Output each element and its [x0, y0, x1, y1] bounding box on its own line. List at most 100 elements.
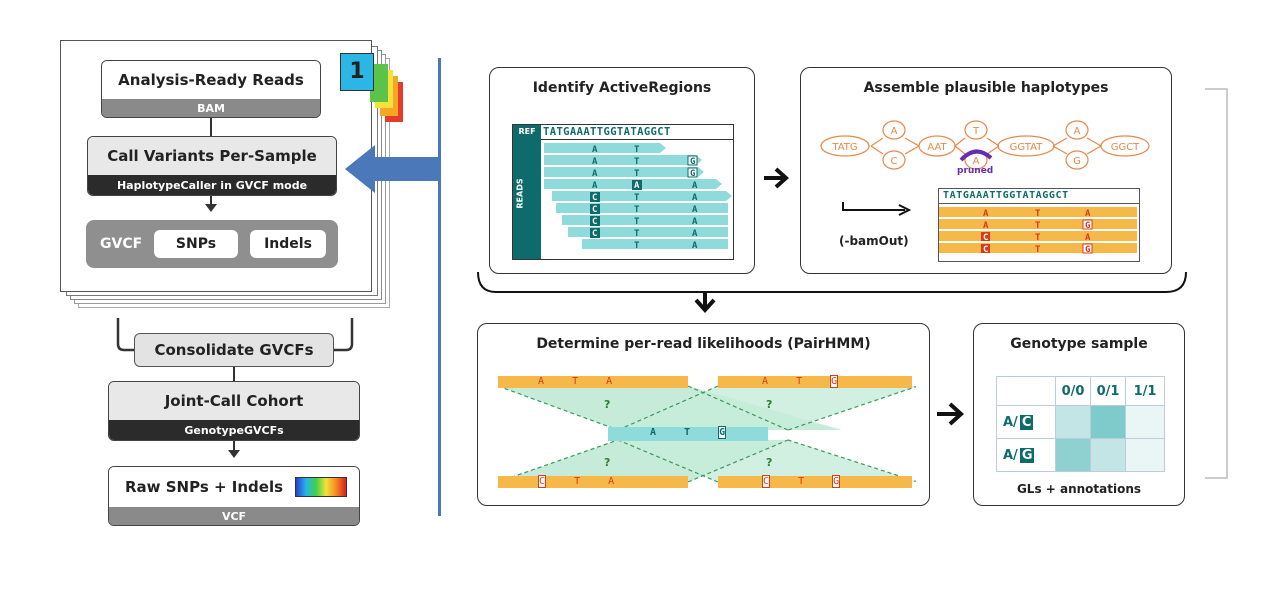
svg-text:A: A — [1085, 209, 1091, 219]
likelihood-q: ? — [604, 456, 611, 469]
ref-underline — [541, 139, 733, 140]
gl-cell — [1055, 405, 1091, 439]
svg-text:T: T — [634, 205, 640, 215]
consolidate-gvcfs-label: Consolidate GVCFs — [154, 341, 314, 359]
svg-text:GGTAT: GGTAT — [1010, 142, 1044, 153]
haplotypecaller-label: HaplotypeCaller in GVCF mode — [88, 175, 336, 195]
raw-snps-box: Raw SNPs + Indels VCF — [108, 466, 360, 526]
reads-tag: READS — [515, 178, 525, 209]
likelihood-q: ? — [604, 398, 611, 411]
svg-text:C: C — [592, 205, 597, 215]
svg-text:A: A — [592, 169, 598, 179]
svg-text:G: G — [690, 169, 695, 179]
svg-text:G: G — [1085, 221, 1090, 231]
read-mid: A T G — [650, 426, 727, 439]
gl-cell — [1090, 438, 1126, 472]
gvcf-label: GVCF — [100, 236, 143, 252]
svg-text:T: T — [634, 169, 640, 179]
call-variants-title: Call Variants Per-Sample — [88, 137, 336, 175]
svg-text:T: T — [1035, 245, 1041, 255]
merge-bracket — [116, 318, 354, 352]
svg-text:A: A — [1074, 126, 1081, 137]
node-0: TATG — [831, 142, 857, 153]
haplotype-ref-seq: TATGAAATTGGTATAGGCT — [939, 189, 1139, 204]
svg-text:A: A — [592, 157, 598, 167]
analysis-ready-reads-box: Analysis-Ready Reads BAM — [101, 60, 321, 118]
joint-call-box: Joint-Call Cohort GenotypeGVCFs — [108, 381, 360, 441]
arrow-down-icon — [228, 450, 240, 458]
analysis-ready-reads-title: Analysis-Ready Reads — [102, 61, 320, 99]
svg-text:A: A — [692, 241, 698, 251]
genotype-footer: GLs + annotations — [1016, 482, 1142, 496]
svg-text:A: A — [692, 217, 698, 227]
hap-top-right: A T G — [762, 375, 839, 388]
bamout-label: (-bamOut) — [839, 234, 909, 248]
col-header: 0/1 — [1090, 376, 1126, 406]
pairhmm-title: Determine per-read likelihoods (PairHMM) — [536, 336, 871, 352]
hap-bot-left: C T A — [538, 475, 615, 488]
svg-text:T: T — [634, 217, 640, 227]
svg-text:C: C — [592, 229, 597, 239]
connector — [233, 367, 235, 381]
arrow-right-icon — [764, 167, 789, 189]
vcf-label: VCF — [109, 507, 359, 525]
svg-text:T: T — [634, 145, 640, 155]
svg-text:G: G — [690, 157, 695, 167]
arrow-right-icon — [937, 402, 964, 426]
svg-text:A: A — [891, 126, 898, 137]
row-header: A/C — [996, 405, 1056, 439]
svg-text:A: A — [592, 181, 598, 191]
indels-chip: Indels — [250, 230, 326, 258]
svg-text:A: A — [692, 229, 698, 239]
likelihood-q: ? — [766, 456, 773, 469]
connector — [210, 118, 212, 136]
svg-text:A: A — [983, 209, 989, 219]
svg-text:GGCT: GGCT — [1111, 142, 1140, 153]
arrow-down-icon — [205, 204, 217, 212]
svg-text:C: C — [592, 193, 597, 203]
svg-text:A: A — [692, 193, 698, 203]
row-header: A/G — [996, 438, 1056, 472]
svg-text:T: T — [634, 229, 640, 239]
genotype-table: 0/0 0/1 1/1 A/C A/G — [996, 376, 1165, 472]
bam-label: BAM — [102, 99, 320, 117]
genotypegvcfs-label: GenotypeGVCFs — [109, 420, 359, 440]
gl-cell — [1090, 405, 1126, 439]
svg-text:T: T — [634, 157, 640, 167]
svg-text:A: A — [592, 145, 598, 155]
svg-text:G: G — [1073, 156, 1081, 167]
hap-top-left: A T A — [538, 376, 613, 387]
pruned-label: pruned — [957, 166, 994, 176]
svg-text:G: G — [1085, 245, 1090, 255]
svg-text:A: A — [973, 156, 980, 167]
svg-text:A: A — [692, 205, 698, 215]
blue-arrow-icon — [345, 145, 441, 193]
genotype-title: Genotype sample — [1010, 336, 1148, 352]
reads-sidebar: READS — [513, 139, 541, 259]
call-variants-box: Call Variants Per-Sample HaplotypeCaller… — [87, 136, 337, 196]
group-bracket — [477, 271, 1187, 313]
svg-text:T: T — [1035, 221, 1041, 231]
ref-sequence: TATGAAATTGGTATAGGCT — [543, 126, 671, 138]
svg-text:AAT: AAT — [927, 142, 947, 153]
svg-text:C: C — [592, 217, 597, 227]
joint-call-title: Joint-Call Cohort — [109, 382, 359, 420]
genotype-panel: Genotype sample 0/0 0/1 1/1 A/C A/G GLs … — [973, 323, 1185, 506]
svg-text:T: T — [1035, 209, 1041, 219]
svg-text:A: A — [1085, 233, 1091, 243]
active-regions-title: Identify ActiveRegions — [532, 80, 712, 96]
right-bracket — [1205, 88, 1228, 479]
svg-text:T: T — [972, 126, 980, 137]
svg-text:A: A — [692, 181, 698, 191]
gl-cell — [1125, 438, 1165, 472]
svg-text:A: A — [983, 221, 989, 231]
svg-text:T: T — [634, 241, 640, 251]
svg-text:C: C — [983, 233, 988, 243]
pairhmm-diagram — [497, 376, 916, 488]
consolidate-gvcfs-box: Consolidate GVCFs — [134, 333, 334, 367]
gl-cell — [1055, 438, 1091, 472]
